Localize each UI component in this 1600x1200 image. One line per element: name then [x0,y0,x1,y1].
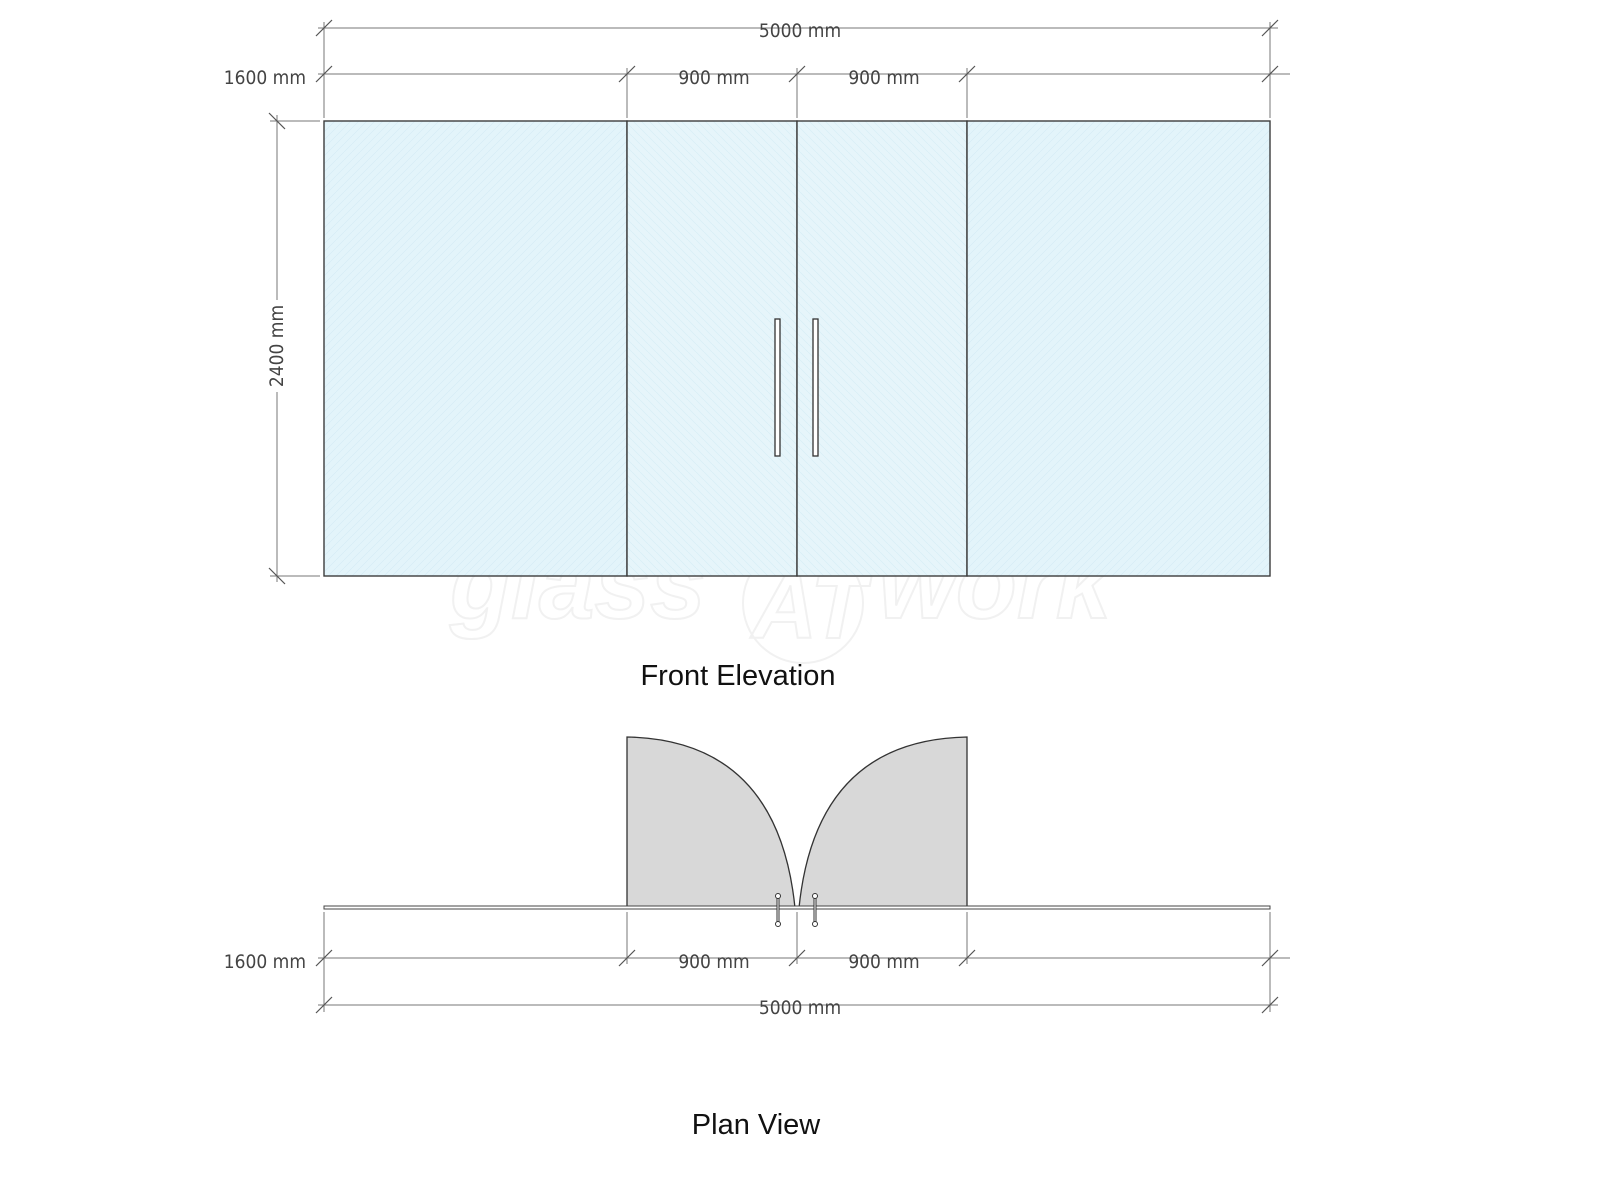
door-right-label-top: 900 mm [848,67,919,89]
fixed-panel-left [323,120,628,577]
door-swing-left [626,736,796,909]
overall-width-dimension-bottom [315,996,1279,1014]
door-swing-right [798,736,968,909]
fixed-panel-label-top: 1600 mm [224,67,306,89]
front-elevation-title: Front Elevation [640,660,835,692]
overall-width-label-bottom: 5000 mm [759,997,841,1019]
segment-dimension-bottom [315,912,1290,1012]
door-right-label-bottom: 900 mm [848,951,919,973]
door-handle-left [774,318,781,457]
overall-width-label-top: 5000 mm [759,20,841,42]
segment-dimension-top [315,65,1290,118]
plan-view: 1600 mm 900 mm 900 mm 5000 mm Plan View [224,736,1290,1141]
height-label: 2400 mm [266,305,288,387]
door-left-label-bottom: 900 mm [678,951,749,973]
door-handle-right [812,318,819,457]
plan-handle-right [812,893,818,927]
door-panel-left [626,120,798,577]
overall-width-dimension-top [315,19,1279,118]
fixed-panel-right [966,120,1271,577]
fixed-panel-label-bottom: 1600 mm [224,951,306,973]
plan-view-title: Plan View [692,1109,821,1141]
door-left-label-top: 900 mm [678,67,749,89]
front-elevation: 5000 mm 1600 mm 900 mm 900 mm 2400 mm Fr… [224,19,1290,692]
glass-line-plan [323,905,1271,910]
door-panel-right [796,120,968,577]
plan-handle-left [775,893,781,927]
